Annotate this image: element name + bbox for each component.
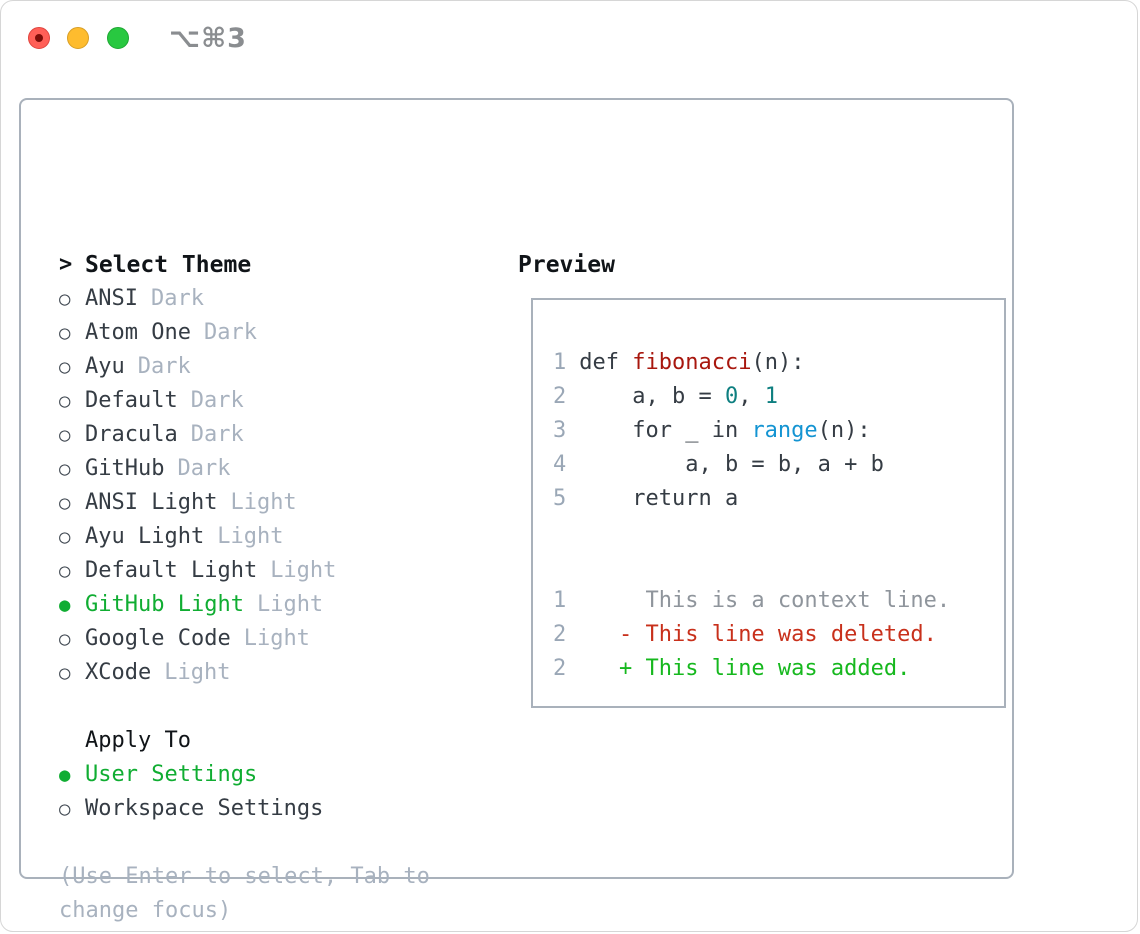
radio-icon: ○ [59,322,71,344]
keyboard-hint-line2: change focus) [59,898,232,923]
radio-selected-icon: ● [59,764,71,786]
radio-icon: ○ [59,798,71,820]
apply-option-workspace-settings[interactable]: ○ Workspace Settings [59,792,430,826]
apply-option-label: Workspace Settings [85,796,324,821]
theme-option-ayu-light[interactable]: ○ Ayu Light Light [59,520,430,554]
theme-variant-badge: Light [270,558,337,583]
theme-name: GitHub [85,456,165,481]
line-number: 4 [553,452,567,477]
code-line: 2 a, b = 0, 1 [553,384,778,409]
line-number: 2 [553,622,567,647]
theme-variant-badge: Dark [190,422,244,447]
theme-variant-badge: Light [217,524,284,549]
theme-name: XCode [85,660,152,685]
radio-icon: ○ [59,662,71,684]
line-number: 2 [553,656,567,681]
theme-option-ansi-light[interactable]: ○ ANSI Light Light [59,486,430,520]
theme-name: Atom One [85,320,191,345]
theme-option-github-light[interactable]: ● GitHub Light Light [59,588,430,622]
line-number: 2 [553,384,567,409]
theme-variant-badge: Dark [190,388,244,413]
radio-icon: ○ [59,560,71,582]
radio-icon: ○ [59,458,71,480]
spacer [59,690,430,724]
code-line: 5 return a [553,486,739,511]
theme-name: Dracula [85,422,178,447]
theme-option-default-light[interactable]: ○ Default Light Light [59,554,430,588]
theme-option-ayu-dark[interactable]: ○ Ayu Dark [59,350,430,384]
apply-to-header: Apply To [59,724,430,758]
radio-icon: ○ [59,492,71,514]
line-number: 3 [553,418,567,443]
theme-name: Ayu Light [85,524,205,549]
theme-option-xcode[interactable]: ○ XCode Light [59,656,430,690]
theme-option-google-code[interactable]: ○ Google Code Light [59,622,430,656]
theme-option-default-dark[interactable]: ○ Default Dark [59,384,430,418]
theme-name: ANSI [85,286,138,311]
spacer [59,826,430,860]
theme-option-dracula-dark[interactable]: ○ Dracula Dark [59,418,430,452]
theme-name: GitHub Light [85,592,244,617]
diff-line-added: 2 + This line was added. [553,656,911,681]
close-button[interactable] [28,27,50,49]
radio-icon: ○ [59,288,71,310]
line-number: 5 [553,486,567,511]
apply-to-title: Apply To [85,728,191,753]
apply-option-label: User Settings [85,762,258,787]
radio-icon: ○ [59,526,71,548]
theme-option-atom-one-dark[interactable]: ○ Atom One Dark [59,316,430,350]
theme-variant-badge: Dark [150,286,204,311]
theme-variant-badge: Dark [137,354,191,379]
theme-variant-badge: Dark [177,456,231,481]
theme-variant-badge: Light [164,660,231,685]
keyboard-hint-line1: (Use Enter to select, Tab to [59,864,430,889]
minimize-button[interactable] [67,27,89,49]
diff-line-deleted: 2 - This line was deleted. [553,622,937,647]
code-line: 3 for _ in range(n): [553,418,871,443]
select-theme-title: Select Theme [85,252,252,278]
diff-line-context: 1 This is a context line. [553,588,951,613]
apply-option-user-settings[interactable]: ● User Settings [59,758,430,792]
radio-icon: ○ [59,356,71,378]
select-theme-header: > Select Theme [59,248,430,282]
line-number: 1 [553,588,567,613]
theme-variant-badge: Light [243,626,310,651]
radio-icon: ○ [59,390,71,412]
theme-variant-badge: Dark [203,320,257,345]
theme-option-ansi-dark[interactable]: ○ ANSI Dark [59,282,430,316]
theme-variant-badge: Light [230,490,297,515]
radio-icon: ○ [59,628,71,650]
theme-option-github-dark[interactable]: ○ GitHub Dark [59,452,430,486]
window-shortcut-label: ⌥⌘3 [169,23,247,54]
code-line: 4 a, b = b, a + b [553,452,884,477]
spacer [553,516,1004,584]
theme-variant-badge: Light [256,592,324,617]
cursor-icon: > [59,252,73,277]
line-number: 1 [553,350,567,375]
theme-name: Ayu [85,354,125,379]
theme-name: ANSI Light [85,490,218,515]
theme-name: Default [85,388,178,413]
main-panel: > Select Theme ○ ANSI Dark ○ Atom One Da… [19,98,1014,923]
radio-icon: ○ [59,424,71,446]
theme-selector: > Select Theme ○ ANSI Dark ○ Atom One Da… [59,248,430,928]
radio-selected-icon: ● [59,594,71,616]
theme-name: Default Light [85,558,258,583]
maximize-button[interactable] [107,27,129,49]
theme-name: Google Code [85,626,231,651]
preview-title: Preview [518,252,615,278]
